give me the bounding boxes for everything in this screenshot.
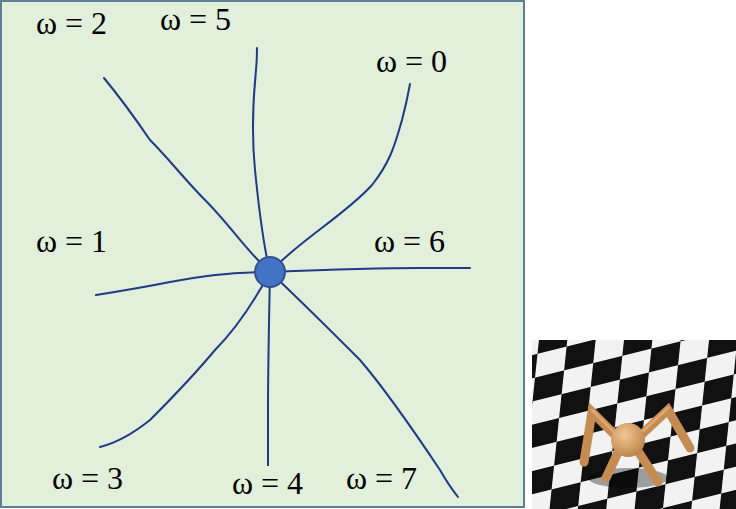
- start-dot: [255, 257, 285, 287]
- omega-label: ω = 4: [230, 466, 305, 501]
- omega-label: ω = 1: [34, 224, 109, 259]
- omega-label: ω = 3: [50, 461, 125, 496]
- omega-label: ω = 6: [372, 224, 447, 259]
- ant-robot-render: [532, 340, 736, 509]
- omega-label: ω = 5: [158, 2, 233, 37]
- trajectories: [96, 48, 470, 497]
- omega-label: ω = 2: [34, 6, 109, 41]
- omega-label: ω = 0: [374, 44, 449, 79]
- omega-label: ω = 7: [344, 461, 419, 496]
- panel: [1, 1, 524, 507]
